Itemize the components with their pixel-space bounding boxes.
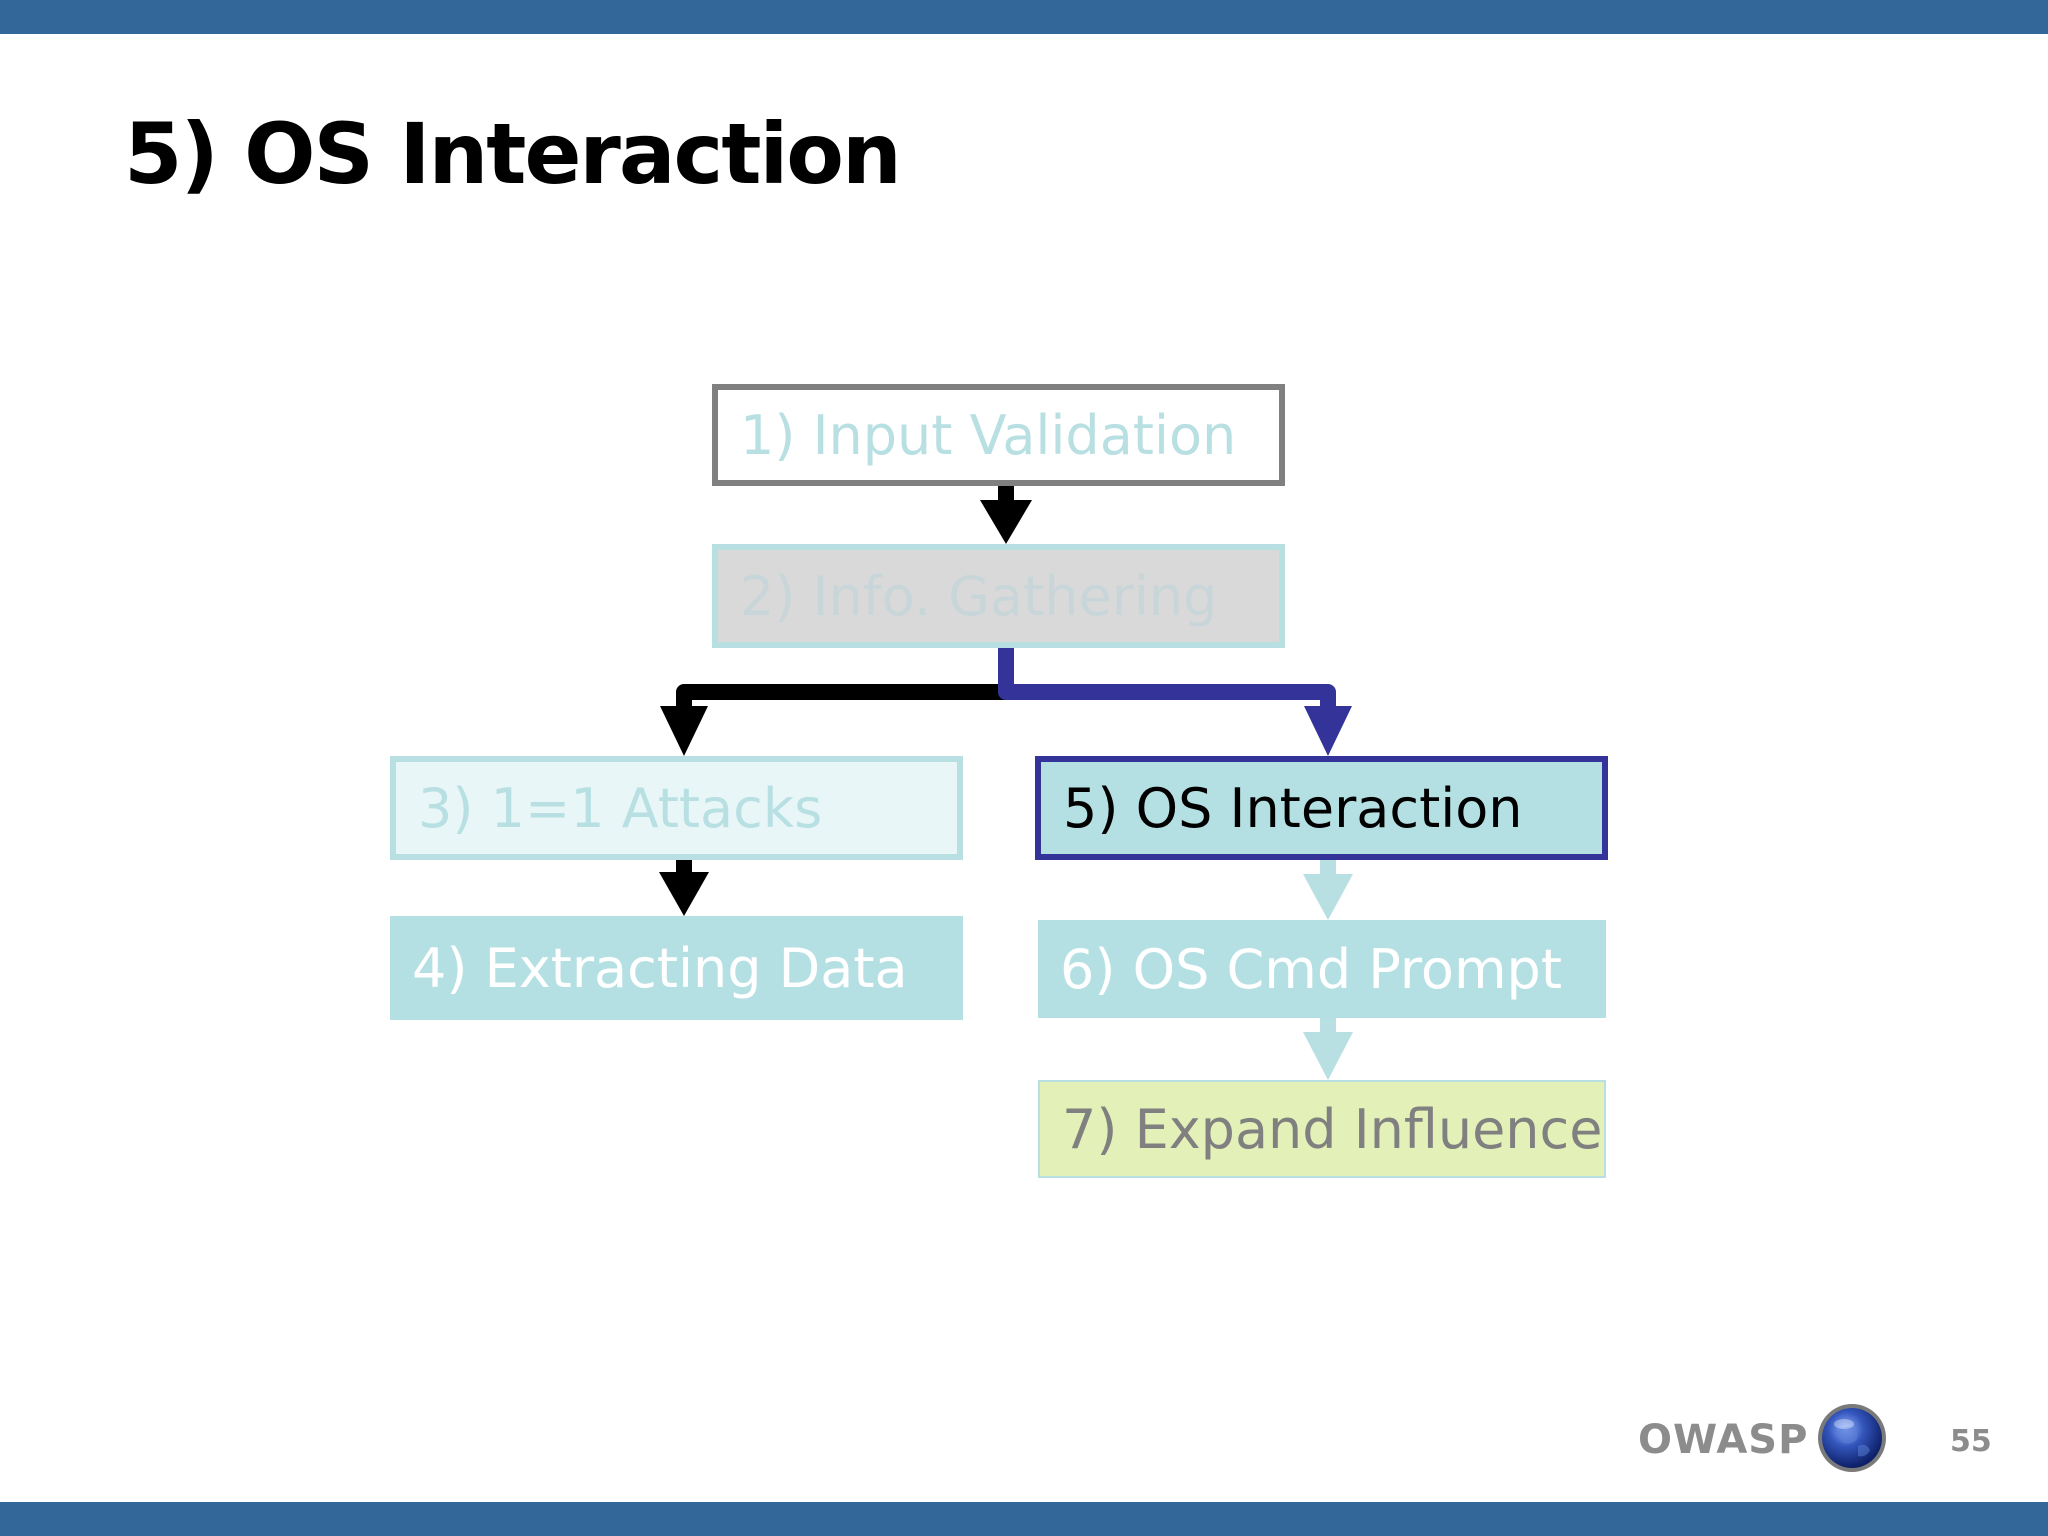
- globe-icon: [1818, 1404, 1886, 1472]
- step-box-extracting-data: 4) Extracting Data: [390, 916, 963, 1020]
- owasp-logo-text: OWASP: [1638, 1417, 1809, 1463]
- arrow-6-to-7: [1303, 1018, 1353, 1080]
- top-bar: [0, 0, 2048, 34]
- bottom-bar: [0, 1502, 2048, 1536]
- step-box-info-gathering: 2) Info. Gathering: [712, 544, 1285, 648]
- step-box-expand-influence: 7) Expand Influence: [1038, 1080, 1606, 1178]
- step-box-os-cmd-prompt: 6) OS Cmd Prompt: [1038, 920, 1606, 1018]
- step-label: 5) OS Interaction: [1063, 776, 1523, 840]
- arrow-2-to-3: [660, 648, 1014, 756]
- step-box-os-interaction: 5) OS Interaction: [1035, 756, 1608, 860]
- step-box-input-validation: 1) Input Validation: [712, 384, 1285, 486]
- step-label: 3) 1=1 Attacks: [418, 776, 823, 840]
- step-label: 7) Expand Influence: [1062, 1097, 1603, 1161]
- step-label: 1) Input Validation: [740, 403, 1237, 467]
- slide-title: 5) OS Interaction: [124, 105, 902, 203]
- arrow-1-to-2: [980, 486, 1032, 544]
- arrow-5-to-6: [1303, 860, 1353, 920]
- step-label: 6) OS Cmd Prompt: [1060, 937, 1563, 1001]
- step-label: 4) Extracting Data: [412, 936, 908, 1000]
- step-box-1-1-attacks: 3) 1=1 Attacks: [390, 756, 963, 860]
- page-number: 55: [1950, 1424, 1992, 1459]
- arrow-3-to-4: [659, 860, 709, 916]
- arrow-2-to-5: [998, 648, 1352, 756]
- step-label: 2) Info. Gathering: [740, 564, 1218, 628]
